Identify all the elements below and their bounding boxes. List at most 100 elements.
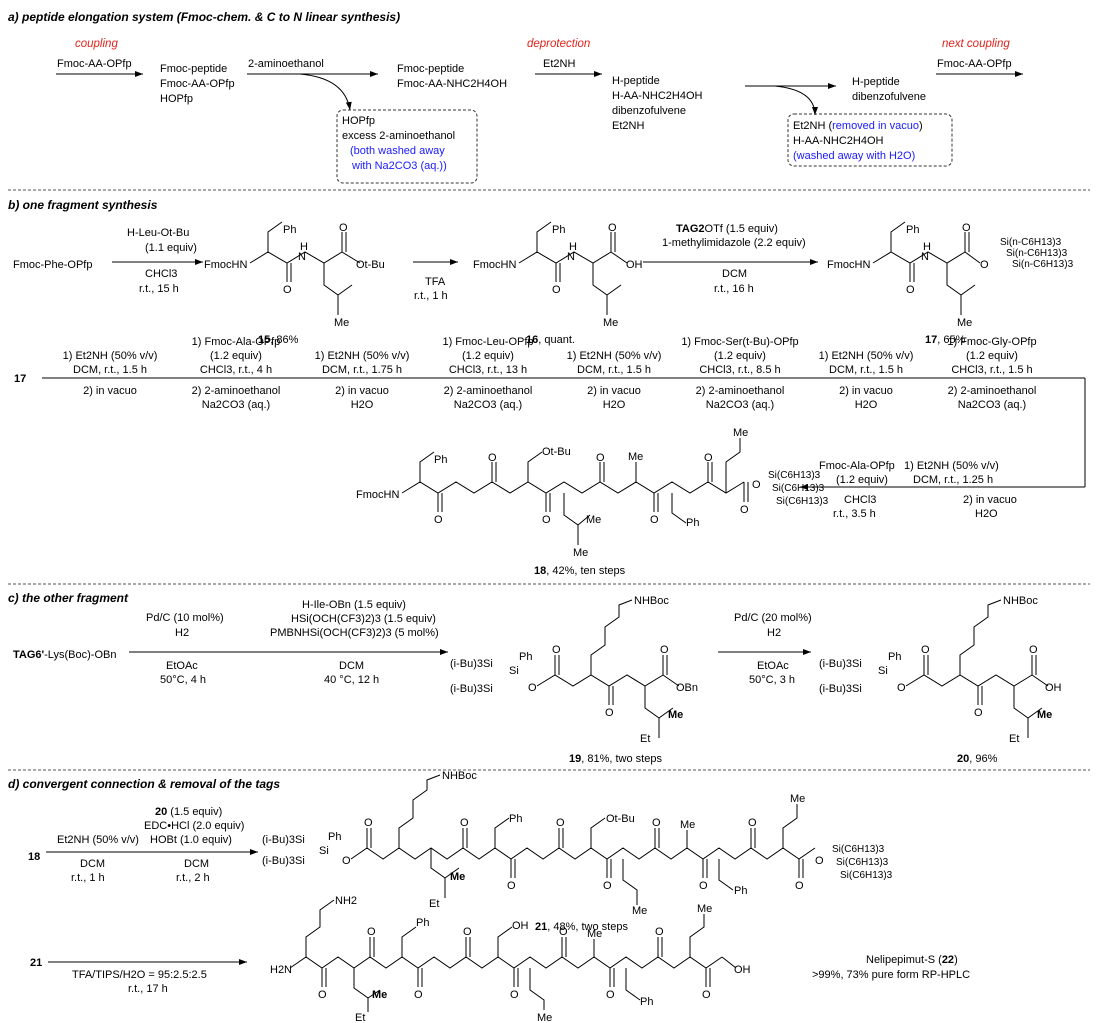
c-r2-l4: DCM <box>339 660 364 672</box>
svg-text:O: O <box>559 926 568 938</box>
svg-text:NHBoc: NHBoc <box>442 770 477 782</box>
step-4-condition-bottom: Na2CO3 (aq.) <box>454 399 522 411</box>
step-7-condition-bottom: 2) in vacuo <box>839 385 893 397</box>
svg-text:Ph: Ph <box>509 813 522 825</box>
compound-16-structure: FmocHN Ph O H N O OH Me <box>473 221 643 329</box>
a-box2-l2: H-AA-NHC2H4OH <box>793 135 884 147</box>
compound-17-structure: FmocHN Ph O H N O O Si(n-C6H13)3 Si(n-C6… <box>827 221 1074 329</box>
step-2-condition-top: CHCl3, r.t., 4 h <box>200 364 272 376</box>
step-2-condition-top: 1) Fmoc-Ala-OPfp <box>192 336 281 348</box>
svg-text:O: O <box>608 222 617 234</box>
svg-text:O: O <box>367 926 376 938</box>
svg-text:O: O <box>748 817 757 829</box>
svg-text:H2N: H2N <box>270 964 292 976</box>
svg-text:Si(n-C6H13)3: Si(n-C6H13)3 <box>1012 259 1074 270</box>
svg-text:Si(C6H13)3: Si(C6H13)3 <box>772 483 825 494</box>
b-r1-l2: (1.1 equiv) <box>145 242 197 254</box>
svg-text:FmocHN: FmocHN <box>827 259 870 271</box>
svg-text:NH2: NH2 <box>335 895 357 907</box>
svg-text:O: O <box>897 682 906 694</box>
svg-text:O: O <box>342 855 351 867</box>
a-box1-l3: (both washed away <box>350 145 445 157</box>
b-r1-l3: CHCl3 <box>145 268 177 280</box>
compound-18-label: 18, 42%, ten steps <box>534 565 626 577</box>
svg-text:Si: Si <box>509 665 519 677</box>
svg-text:H: H <box>300 241 308 253</box>
svg-text:O: O <box>740 504 749 516</box>
compound-20-label: 20, 96% <box>957 753 998 765</box>
compound-20-structure: (i-Bu)3Si (i-Bu)3Si Si Ph O O NHBoc O Me… <box>819 595 1062 745</box>
svg-text:H: H <box>923 241 931 253</box>
svg-text:O: O <box>906 284 915 296</box>
svg-text:Me: Me <box>450 871 465 883</box>
step-8-condition-bottom: 2) 2-aminoethanol <box>948 385 1037 397</box>
a-reagent3: Et2NH <box>543 58 575 70</box>
svg-text:O: O <box>552 644 561 656</box>
svg-text:Ph: Ph <box>906 224 919 236</box>
svg-text:Ph: Ph <box>519 651 532 663</box>
svg-text:O: O <box>660 644 669 656</box>
b-back1-l4: H2O <box>975 508 998 520</box>
svg-text:Ot-Bu: Ot-Bu <box>606 813 635 825</box>
svg-text:O: O <box>704 452 713 464</box>
svg-text:Me: Me <box>603 317 618 329</box>
section-d-title: d) convergent connection & removal of th… <box>8 777 280 791</box>
product-purity: >99%, 73% pure form RP-HPLC <box>812 969 970 981</box>
d-r2-l2: EDC•HCl (2.0 equiv) <box>144 820 244 832</box>
svg-text:O: O <box>603 880 612 892</box>
step-7-condition-bottom: H2O <box>855 399 878 411</box>
svg-text:O: O <box>605 707 614 719</box>
b-back2-l3: CHCl3 <box>844 494 876 506</box>
next-coupling-label: next coupling <box>942 38 1010 50</box>
b-r1-l1: H-Leu-Ot-Bu <box>127 227 189 239</box>
d-r1-l2: DCM <box>80 858 105 870</box>
svg-text:O: O <box>606 989 615 1001</box>
svg-text:H: H <box>569 241 577 253</box>
svg-text:O: O <box>980 259 989 271</box>
c-r3-l4: 50°C, 3 h <box>749 674 795 686</box>
b-back2-l2: (1.2 equiv) <box>836 474 888 486</box>
a-branch-arrow1 <box>299 73 352 111</box>
svg-text:Me: Me <box>680 819 695 831</box>
step-4-condition-top: (1.2 equiv) <box>462 350 514 362</box>
b-seq-start: 17 <box>14 373 26 385</box>
c-start-material: TAG6'-Lys(Boc)-OBn <box>13 649 116 661</box>
a-mix2-l1: Fmoc-peptide <box>397 63 464 75</box>
svg-text:O: O <box>655 926 664 938</box>
a-mix4-l2: dibenzofulvene <box>852 91 926 103</box>
svg-text:Et: Et <box>640 733 650 745</box>
svg-text:Si(n-C6H13)3: Si(n-C6H13)3 <box>1000 237 1062 248</box>
b-step-sequence: 1) Et2NH (50% v/v)DCM, r.t., 1.5 h2) in … <box>63 336 1037 411</box>
svg-text:O: O <box>339 222 348 234</box>
compound-21-label: 21, 48%, two steps <box>535 921 628 933</box>
compound-18-structure: FmocHN Ph O O Ot-Bu O Me Me O Me O Ph O … <box>356 427 829 559</box>
b-r3-l1: TAG2OTf (1.5 equiv) <box>676 223 778 235</box>
svg-text:Ph: Ph <box>734 885 747 897</box>
svg-text:O: O <box>652 817 661 829</box>
svg-text:O: O <box>795 880 804 892</box>
step-8-condition-top: (1.2 equiv) <box>966 350 1018 362</box>
compound-15-structure: FmocHN Ph O H N O Ot-Bu Me <box>204 221 385 329</box>
step-6-condition-top: (1.2 equiv) <box>714 350 766 362</box>
a-mix1-l2: Fmoc-AA-OPfp <box>160 78 235 90</box>
a-reagent4: Fmoc-AA-OPfp <box>937 58 1012 70</box>
a-box1-l4: with Na2CO3 (aq.)) <box>351 160 447 172</box>
step-4-condition-top: CHCl3, r.t., 13 h <box>449 364 527 376</box>
svg-text:Ot-Bu: Ot-Bu <box>356 259 385 271</box>
step-2-condition-bottom: 2) 2-aminoethanol <box>192 385 281 397</box>
svg-text:Me: Me <box>733 427 748 439</box>
b-start-material: Fmoc-Phe-OPfp <box>13 259 92 271</box>
svg-text:FmocHN: FmocHN <box>356 489 399 501</box>
compound-15-label: 15, 86% <box>258 334 299 346</box>
c-r3-l1: Pd/C (20 mol%) <box>734 612 812 624</box>
svg-text:Si(C6H13)3: Si(C6H13)3 <box>832 844 885 855</box>
svg-text:Ot-Bu: Ot-Bu <box>542 446 571 458</box>
step-6-condition-top: 1) Fmoc-Ser(t-Bu)-OPfp <box>681 336 798 348</box>
a-box1-l2: excess 2-aminoethanol <box>342 130 455 142</box>
step-6-condition-top: CHCl3, r.t., 8.5 h <box>699 364 780 376</box>
c-r1-l1: Pd/C (10 mol%) <box>146 612 224 624</box>
svg-text:O: O <box>815 855 824 867</box>
step-3-condition-bottom: H2O <box>351 399 374 411</box>
step-3-condition-top: 1) Et2NH (50% v/v) <box>315 350 410 362</box>
step-1-condition-bottom: 2) in vacuo <box>83 385 137 397</box>
